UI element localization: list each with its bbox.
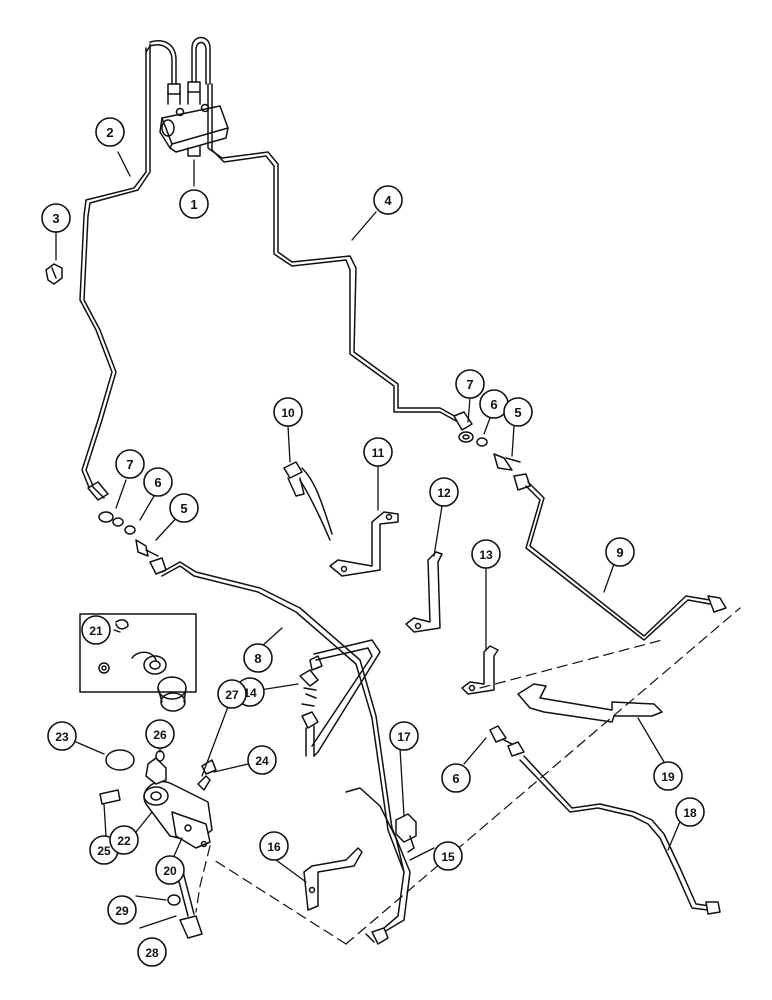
valve-block-part-1 xyxy=(145,36,229,157)
callout-13: 13 xyxy=(471,539,501,569)
washer-part-26 xyxy=(155,750,165,762)
callout-5-upper: 5 xyxy=(503,397,533,427)
bracket-part-11 xyxy=(329,511,399,577)
brake-line-part-8 xyxy=(161,561,411,933)
fitting-part-24 xyxy=(201,759,217,775)
svg-text:6: 6 xyxy=(154,475,161,490)
callout-1: 1 xyxy=(179,189,209,219)
svg-text:16: 16 xyxy=(267,840,281,854)
callout-3: 3 xyxy=(41,203,71,233)
brake-line-part-2 xyxy=(79,47,147,491)
svg-text:24: 24 xyxy=(255,754,269,768)
callout-15: 15 xyxy=(433,841,463,871)
clip-part-10 xyxy=(283,461,333,541)
callout-6-left: 6 xyxy=(143,467,173,497)
svg-text:27: 27 xyxy=(225,688,239,702)
callout-12: 12 xyxy=(429,477,459,507)
nut-left-upper xyxy=(87,481,109,501)
svg-text:23: 23 xyxy=(55,730,69,744)
callout-27: 27 xyxy=(217,679,247,709)
bolt-part-28 xyxy=(175,867,203,939)
svg-text:22: 22 xyxy=(117,834,131,848)
master-cylinder-part-20 xyxy=(143,757,213,849)
bracket-part-16 xyxy=(303,847,363,911)
bolt-part-25 xyxy=(99,789,121,805)
svg-text:6: 6 xyxy=(490,397,497,412)
svg-text:7: 7 xyxy=(126,457,133,472)
leader-lines xyxy=(55,151,685,929)
svg-text:1: 1 xyxy=(190,197,197,212)
svg-text:8: 8 xyxy=(254,651,261,666)
callout-23: 23 xyxy=(47,721,77,751)
callout-21: 21 xyxy=(81,615,111,645)
svg-text:4: 4 xyxy=(384,193,392,208)
bracket-part-12 xyxy=(405,551,443,633)
svg-text:12: 12 xyxy=(437,486,451,500)
svg-text:26: 26 xyxy=(153,728,167,742)
svg-text:14: 14 xyxy=(243,686,257,700)
callout-10: 10 xyxy=(273,397,303,427)
callout-18: 18 xyxy=(675,797,705,827)
svg-text:18: 18 xyxy=(683,806,697,820)
seal-ring-part-23 xyxy=(105,749,135,771)
brake-line-part-15 xyxy=(345,787,405,873)
callout-22: 22 xyxy=(109,825,139,855)
callout-11: 11 xyxy=(363,437,393,467)
svg-text:10: 10 xyxy=(281,406,295,420)
tee-fitting-part-17 xyxy=(395,813,417,853)
brake-line-part-4 xyxy=(207,83,459,419)
callout-26: 26 xyxy=(145,719,175,749)
bracket-part-13 xyxy=(461,645,499,695)
svg-text:3: 3 xyxy=(52,211,59,226)
clip-part-3 xyxy=(45,263,63,285)
callout-4: 4 xyxy=(373,185,403,215)
callout-8: 8 xyxy=(243,643,273,673)
union-fitting-part-14 xyxy=(299,639,381,757)
svg-text:17: 17 xyxy=(397,730,411,744)
svg-text:13: 13 xyxy=(479,548,493,562)
callout-17: 17 xyxy=(389,721,419,751)
brake-line-part-9 xyxy=(525,485,711,641)
fitting-stack-left-middle xyxy=(98,511,167,575)
pin-part-27 xyxy=(197,775,211,791)
fitting-stack-upper-right xyxy=(458,431,531,491)
washer-part-29 xyxy=(167,894,181,906)
svg-text:28: 28 xyxy=(145,946,159,960)
svg-text:7: 7 xyxy=(466,377,473,392)
callout-16: 16 xyxy=(259,831,289,861)
callout-29: 29 xyxy=(107,895,137,925)
svg-text:19: 19 xyxy=(661,770,675,784)
svg-text:25: 25 xyxy=(97,844,111,858)
inset-detail-box xyxy=(79,613,197,712)
nut-right-upper xyxy=(453,411,473,431)
svg-text:29: 29 xyxy=(115,904,129,918)
callout-24: 24 xyxy=(247,745,277,775)
callout-9: 9 xyxy=(605,537,635,567)
callout-6-right: 6 xyxy=(441,763,471,793)
callout-5-left: 5 xyxy=(169,493,199,523)
svg-text:5: 5 xyxy=(514,405,521,420)
svg-text:2: 2 xyxy=(106,125,113,140)
svg-text:15: 15 xyxy=(441,850,455,864)
svg-text:20: 20 xyxy=(163,864,177,878)
fitting-part-6-right xyxy=(489,725,525,757)
svg-text:5: 5 xyxy=(180,501,187,516)
callout-2: 2 xyxy=(95,117,125,147)
callout-19: 19 xyxy=(653,761,683,791)
callout-20: 20 xyxy=(155,855,185,885)
svg-text:21: 21 xyxy=(89,624,103,638)
dashed-connection-lines xyxy=(195,607,741,945)
svg-text:6: 6 xyxy=(452,771,459,786)
bracket-part-19 xyxy=(517,683,663,723)
svg-text:9: 9 xyxy=(616,545,623,560)
callout-28: 28 xyxy=(137,937,167,967)
svg-text:11: 11 xyxy=(372,446,385,460)
brake-line-part-18 xyxy=(523,755,711,907)
callout-7-upper: 7 xyxy=(455,369,485,399)
callout-7-left: 7 xyxy=(115,449,145,479)
